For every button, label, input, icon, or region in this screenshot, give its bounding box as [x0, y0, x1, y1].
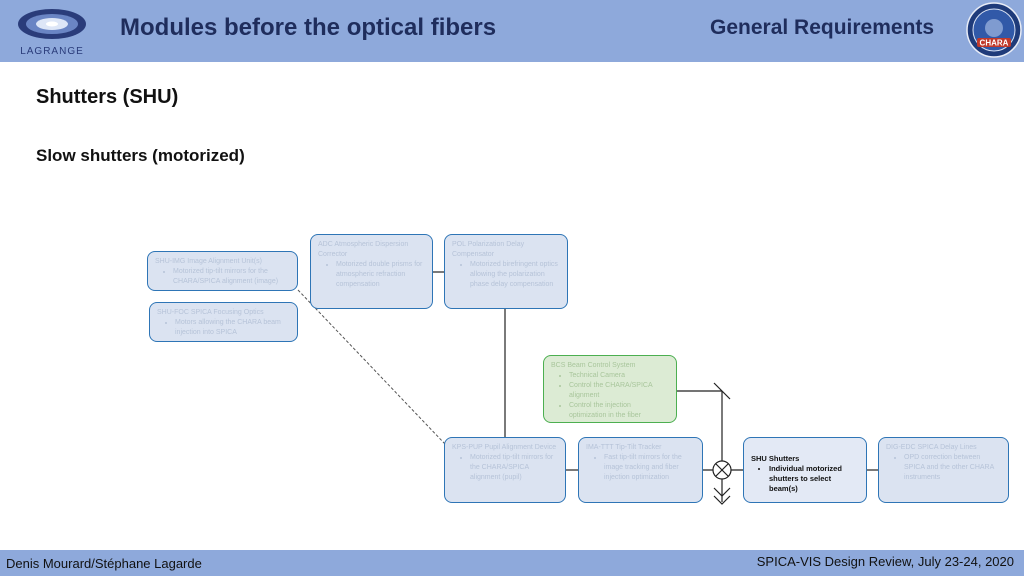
module-ttu-title: IMA-TTT Tip-Tilt Tracker [586, 444, 662, 451]
svg-text:CHARA: CHARA [980, 39, 1009, 48]
module-shu-title: SHU Shutters [751, 454, 800, 463]
module-kps-title: KPS-PUP Pupil Alignment Device [452, 444, 557, 451]
module-foc-box: SHU-FOC SPICA Focusing Optics Motors all… [149, 302, 298, 342]
header-bar: LAGRANGE Modules before the optical fibe… [0, 0, 1024, 62]
page-title: Modules before the optical fibers [120, 14, 497, 41]
chara-seal: CHARA [966, 2, 1022, 58]
module-foc-title: SHU-FOC SPICA Focusing Optics [157, 309, 264, 316]
section-heading: Shutters (SHU) [36, 86, 179, 108]
module-adc-box: ADC Atmospheric Dispersion Corrector Mot… [310, 234, 433, 309]
dashed-zoom-line [297, 289, 446, 445]
module-pol-title: POL Polarization Delay Compensator [452, 241, 525, 258]
module-bcs-box: BCS Beam Control System Technical Camera… [543, 355, 677, 423]
module-ima-box: SHU-IMG Image Alignment Unit(s) Motorize… [147, 251, 298, 291]
module-ttu-bullet: Fast tip-tilt mirrors for the image trac… [604, 453, 695, 483]
module-bcs-bullet: Technical Camera [569, 371, 669, 381]
svg-text:LAGRANGE: LAGRANGE [20, 46, 84, 57]
module-bcs-bullet: Control the CHARA/SPICA alignment [569, 381, 669, 401]
footer-bar: Denis Mourard/Stéphane Lagarde SPICA-VIS… [0, 550, 1024, 576]
module-shu-bullet: Individual motorized shutters to select … [769, 464, 859, 494]
module-pol-bullet: Motorized birefringent optics allowing t… [470, 260, 560, 290]
beam-arrow-icon [713, 487, 731, 505]
shutter-symbol-icon [712, 460, 732, 480]
module-dlu-box: DIG-EDC SPICA Delay Lines OPD correction… [878, 437, 1009, 503]
lagrange-logo: LAGRANGE [18, 9, 86, 57]
section-title: General Requirements [710, 16, 935, 39]
beamsplitter-mirror [713, 382, 731, 400]
module-foc-bullet: Motors allowing the CHARA beam injection… [175, 318, 290, 338]
module-adc-bullet: Motorized double prisms for atmospheric … [336, 260, 425, 290]
footer-authors: Denis Mourard/Stéphane Lagarde [6, 556, 202, 571]
module-dlu-title: DIG-EDC SPICA Delay Lines [886, 444, 977, 451]
module-ima-bullet: Motorized tip-tilt mirrors for the CHARA… [173, 267, 290, 287]
module-ima-title: SHU-IMG Image Alignment Unit(s) [155, 258, 262, 265]
footer-event: SPICA-VIS Design Review, July 23-24, 202… [756, 554, 1014, 569]
module-pol-box: POL Polarization Delay Compensator Motor… [444, 234, 568, 309]
module-adc-title: ADC Atmospheric Dispersion Corrector [318, 241, 409, 258]
module-kps-box: KPS-PUP Pupil Alignment Device Motorized… [444, 437, 566, 503]
module-bcs-bullet: Control the injection optimization in th… [569, 401, 669, 421]
module-shu-box: SHU Shutters Individual motorized shutte… [743, 437, 867, 503]
module-bcs-title: BCS Beam Control System [551, 362, 636, 369]
module-ttu-box: IMA-TTT Tip-Tilt Tracker Fast tip-tilt m… [578, 437, 703, 503]
module-kps-bullet: Motorized tip-tilt mirrors for the CHARA… [470, 453, 558, 483]
subsection-heading: Slow shutters (motorized) [36, 146, 245, 165]
module-dlu-bullet: OPD correction between SPICA and the oth… [904, 453, 1001, 483]
